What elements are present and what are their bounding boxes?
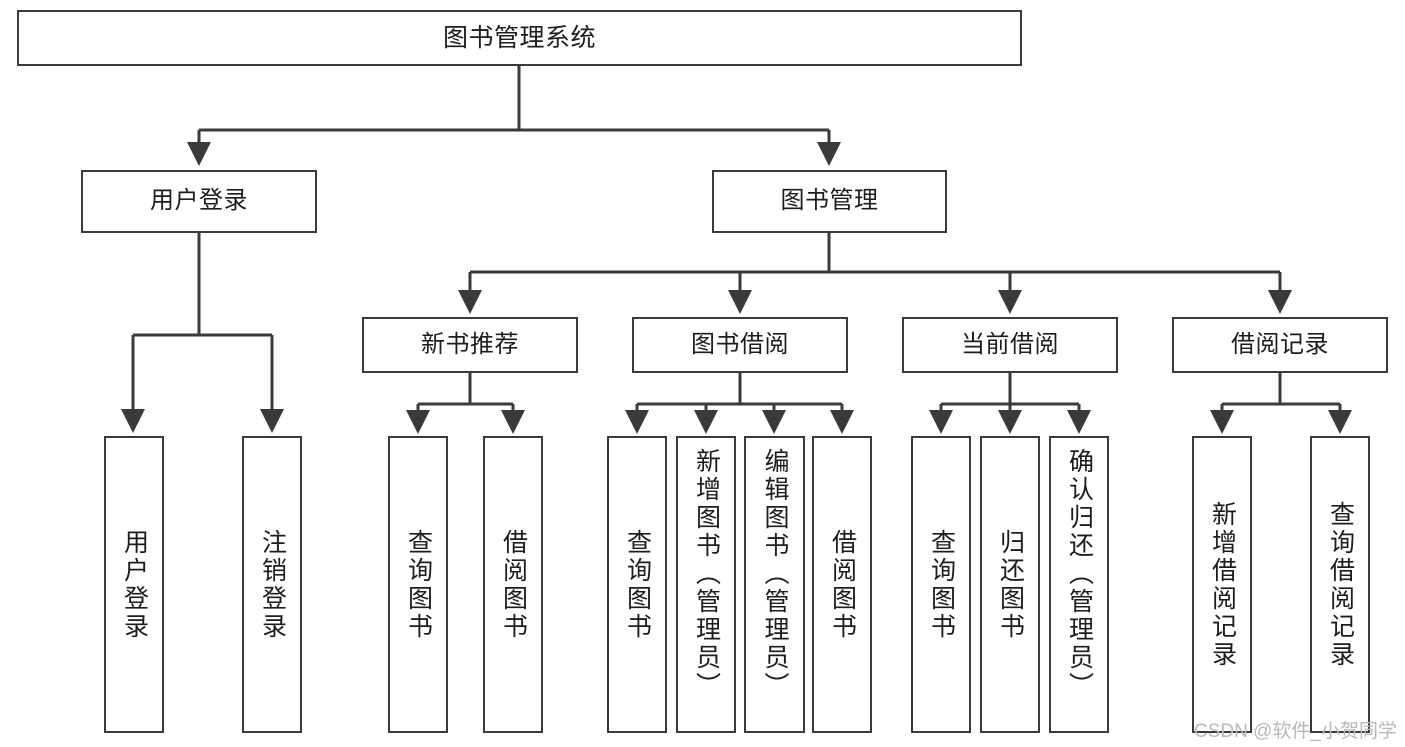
- leaf-book-borrow-borrow-label: 借阅图书: [828, 528, 857, 641]
- leaf-book-borrow-query-label: 查询图书: [623, 528, 652, 641]
- node-book-borrow-label: 图书借阅: [691, 330, 789, 358]
- node-user-login-label: 用户登录: [150, 187, 248, 215]
- leaf-current-borrow-confirm-return-label: 确认归还（管理员）: [1065, 448, 1094, 700]
- leaf-new-book-query[interactable]: 查询图书: [388, 436, 448, 733]
- node-current-borrow[interactable]: 当前借阅: [902, 317, 1118, 373]
- node-root-book-management-system[interactable]: 图书管理系统: [17, 10, 1022, 66]
- csdn-watermark: CSDN @软件_小贺同学: [1194, 721, 1397, 742]
- leaf-current-borrow-return-label: 归还图书: [996, 528, 1025, 641]
- leaf-borrow-record-add-label: 新增借阅记录: [1208, 500, 1237, 669]
- leaf-current-borrow-return[interactable]: 归还图书: [980, 436, 1040, 733]
- node-book-management[interactable]: 图书管理: [712, 170, 947, 233]
- leaf-user-login-logout-label: 注销登录: [258, 528, 287, 641]
- node-borrow-record-label: 借阅记录: [1231, 330, 1329, 358]
- leaf-borrow-record-query[interactable]: 查询借阅记录: [1310, 436, 1370, 733]
- node-new-book-recommend-label: 新书推荐: [421, 330, 519, 358]
- leaf-user-login-login-label: 用户登录: [120, 528, 149, 641]
- leaf-borrow-record-query-label: 查询借阅记录: [1326, 500, 1355, 669]
- node-borrow-record[interactable]: 借阅记录: [1172, 317, 1388, 373]
- leaf-book-borrow-add[interactable]: 新增图书（管理员）: [676, 436, 736, 733]
- leaf-book-borrow-edit[interactable]: 编辑图书（管理员）: [744, 436, 805, 733]
- node-book-borrow[interactable]: 图书借阅: [632, 317, 848, 373]
- leaf-book-borrow-borrow[interactable]: 借阅图书: [812, 436, 872, 733]
- node-new-book-recommend[interactable]: 新书推荐: [362, 317, 578, 373]
- leaf-user-login-login[interactable]: 用户登录: [104, 436, 164, 733]
- leaf-book-borrow-query[interactable]: 查询图书: [607, 436, 667, 733]
- leaf-current-borrow-query[interactable]: 查询图书: [911, 436, 971, 733]
- leaf-user-login-logout[interactable]: 注销登录: [242, 436, 302, 733]
- leaf-borrow-record-add[interactable]: 新增借阅记录: [1192, 436, 1252, 733]
- leaf-new-book-borrow-label: 借阅图书: [499, 528, 528, 641]
- leaf-current-borrow-query-label: 查询图书: [927, 528, 956, 641]
- leaf-new-book-borrow[interactable]: 借阅图书: [483, 436, 543, 733]
- node-book-management-label: 图书管理: [780, 187, 879, 215]
- node-root-label: 图书管理系统: [442, 24, 596, 52]
- leaf-current-borrow-confirm-return[interactable]: 确认归还（管理员）: [1049, 436, 1109, 733]
- node-current-borrow-label: 当前借阅: [961, 330, 1059, 358]
- leaf-new-book-query-label: 查询图书: [404, 528, 433, 641]
- node-user-login[interactable]: 用户登录: [81, 170, 317, 233]
- leaf-book-borrow-add-label: 新增图书（管理员）: [692, 448, 721, 700]
- leaf-book-borrow-edit-label: 编辑图书（管理员）: [761, 448, 789, 700]
